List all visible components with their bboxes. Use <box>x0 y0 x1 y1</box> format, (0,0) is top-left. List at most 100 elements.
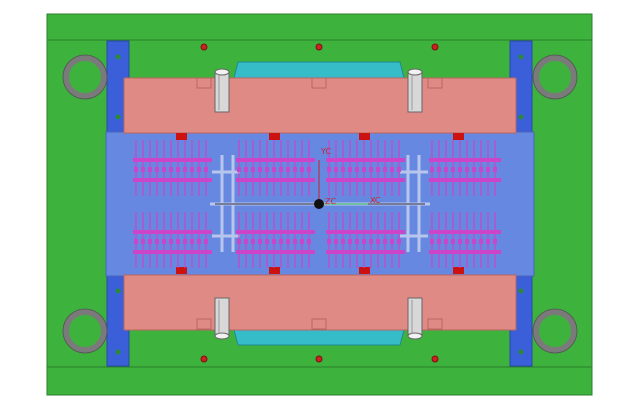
guide-ring-top-left[interactable] <box>62 54 108 100</box>
strip-screw <box>115 288 121 294</box>
cavity-pin-head <box>465 239 469 244</box>
guide-ring-top-right[interactable] <box>532 54 578 100</box>
cavity-pin-head <box>162 239 166 244</box>
cavity-pin-head <box>148 167 152 172</box>
cavity-bar <box>236 158 315 162</box>
base-screw <box>315 355 323 363</box>
cavity-pin-head <box>397 167 401 172</box>
cavity-pin-head <box>458 167 462 172</box>
cavity-array[interactable] <box>133 140 501 268</box>
cavity-pin-head <box>430 167 434 172</box>
cavity-pin-head <box>444 239 448 244</box>
cavity-pin-head <box>162 167 166 172</box>
cavity-pin-head <box>244 239 248 244</box>
cavity-pin-head <box>327 167 331 172</box>
cavity-pin-head <box>204 239 208 244</box>
cooling-channel-bottom[interactable] <box>233 329 405 346</box>
cavity-pin-head <box>155 239 159 244</box>
cavity-pin-head <box>279 239 283 244</box>
cavity-bar <box>133 250 212 254</box>
notch <box>196 77 212 89</box>
cavity-pin-head <box>334 167 338 172</box>
strip-screw <box>518 288 524 294</box>
leader-pin-bottom-left[interactable] <box>214 297 230 340</box>
strip-screw <box>115 349 121 355</box>
cavity-pin-head <box>251 239 255 244</box>
cavity-pin-head <box>369 239 373 244</box>
cavity-pin-head <box>197 239 201 244</box>
cavity-pin-head <box>341 239 345 244</box>
cavity-pin-head <box>369 167 373 172</box>
cavity-pin-head <box>362 167 366 172</box>
cavity-pin-head <box>458 239 462 244</box>
cavity-pin-head <box>472 167 476 172</box>
cavity-bar <box>236 178 315 182</box>
cavity-pin-head <box>286 239 290 244</box>
cavity-pin-head <box>486 239 490 244</box>
notch <box>311 318 327 330</box>
cavity-pin-head <box>307 167 311 172</box>
wcs-origin-icon <box>314 199 324 209</box>
strip-screw <box>518 114 524 120</box>
cavity-pin-head <box>197 167 201 172</box>
gate-block <box>176 267 187 274</box>
leader-pin-top-right[interactable] <box>407 68 423 113</box>
cavity-pin-head <box>293 239 297 244</box>
cavity-pin-head <box>293 167 297 172</box>
strip-screw <box>518 54 524 60</box>
cavity-pin-head <box>397 239 401 244</box>
cavity-bar <box>429 230 501 234</box>
cavity-pin-head <box>190 167 194 172</box>
cavity-bar <box>429 158 501 162</box>
notch <box>196 318 212 330</box>
leader-pin-bottom-right[interactable] <box>407 297 423 340</box>
retainer-plate-bottom[interactable] <box>123 274 517 331</box>
gate-block <box>359 267 370 274</box>
cavity-pin-head <box>134 167 138 172</box>
base-screw <box>200 355 208 363</box>
cavity-pin-head <box>258 239 262 244</box>
cavity-pin-head <box>355 239 359 244</box>
gate-block <box>269 267 280 274</box>
cavity-pin-head <box>479 167 483 172</box>
base-screw <box>315 43 323 51</box>
notch <box>311 77 327 89</box>
cavity-pin-head <box>451 239 455 244</box>
wcs-x-label: XC <box>370 196 381 205</box>
cavity-bar <box>326 178 405 182</box>
cavity-pin-head <box>390 239 394 244</box>
wcs-triad[interactable]: YC XC ZC <box>314 147 381 209</box>
cavity-pin-head <box>251 167 255 172</box>
guide-ring-bottom-left[interactable] <box>62 308 108 354</box>
cavity-pin-head <box>451 167 455 172</box>
cavity-pin-head <box>141 167 145 172</box>
cavity-pin-head <box>341 167 345 172</box>
cavity-pin-head <box>204 167 208 172</box>
retainer-plate-top[interactable] <box>123 77 517 134</box>
base-screw <box>431 355 439 363</box>
cavity-pin-head <box>134 239 138 244</box>
cavity-pin-head <box>327 239 331 244</box>
cavity-pin-head <box>437 239 441 244</box>
cavity-bar <box>133 158 212 162</box>
cavity-pin-head <box>183 239 187 244</box>
cavity-pin-head <box>279 167 283 172</box>
cavity-pin-head <box>176 167 180 172</box>
gate-block <box>176 133 187 140</box>
cavity-pin-head <box>155 167 159 172</box>
cavity-pin-head <box>258 167 262 172</box>
leader-pin-top-left[interactable] <box>214 68 230 113</box>
cavity-pin-head <box>493 239 497 244</box>
cavity-pin-head <box>307 239 311 244</box>
cavity-pin-head <box>169 239 173 244</box>
cavity-pin-head <box>383 167 387 172</box>
cooling-channel-top[interactable] <box>233 61 405 79</box>
base-screw <box>431 43 439 51</box>
cavity-pin-head <box>486 167 490 172</box>
cavity-pin-head <box>190 239 194 244</box>
strip-screw <box>115 114 121 120</box>
cavity-pin-head <box>286 167 290 172</box>
guide-ring-bottom-right[interactable] <box>532 308 578 354</box>
notch <box>427 318 443 330</box>
